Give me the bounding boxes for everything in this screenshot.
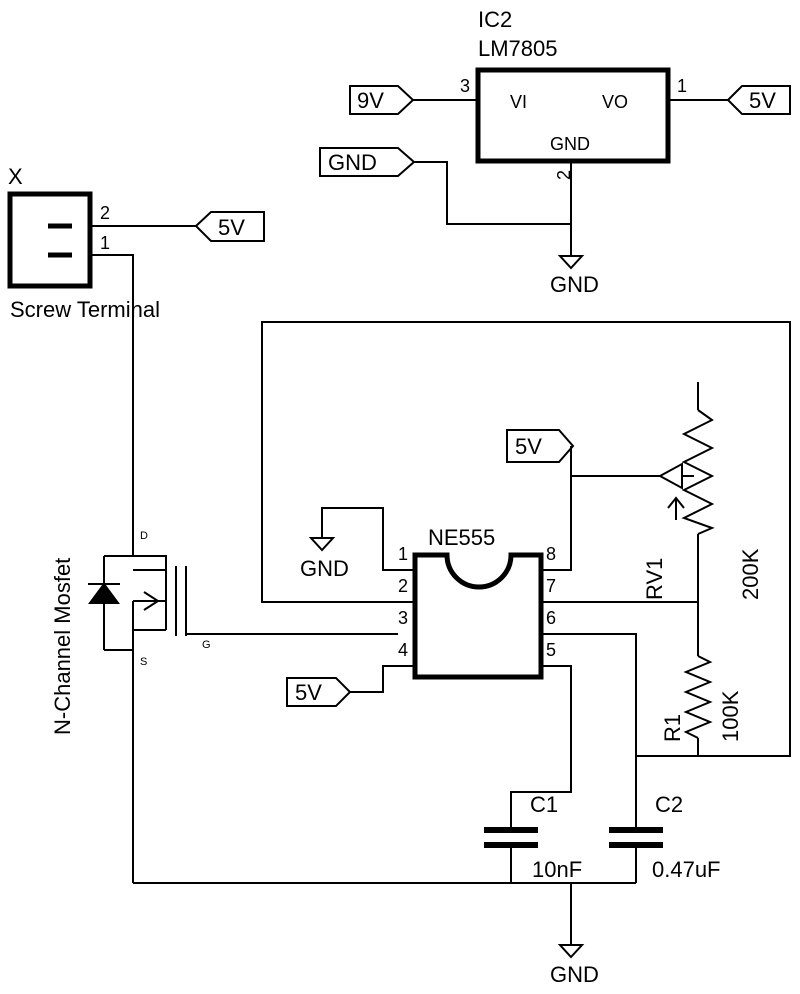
gnd-bottom-label: GND [550,962,599,987]
gnd-symbol-regulator [557,255,585,270]
regulator-ref: IC2 [478,7,512,32]
port-5v-terminal-label: 5V [218,215,245,240]
ne555-pin6: 6 [546,608,556,628]
port-5v-555-shape [286,677,352,707]
port-9v-shape [349,85,415,115]
ne555-pin5: 5 [546,640,556,660]
ne555-pin3: 3 [398,608,408,628]
resistor-ref: R1 [660,714,685,742]
cap2-ref: C2 [655,792,683,817]
pot-ref: RV1 [642,558,667,600]
port-5v-pin8-label: 5V [515,434,542,459]
terminal-name: Screw Terminal [10,297,160,322]
port-5v-terminal-shape [194,211,265,242]
port-5v-out-shape [726,85,791,115]
pot-value: 200K [738,548,763,600]
mosfet-pin-d: D [140,530,148,542]
pot-wiper-arrow [657,462,683,490]
regulator-part: LM7805 [478,36,558,61]
resistor-r1: R1 100K [636,602,743,757]
cap1-ref: C1 [530,792,558,817]
regulator-pin-in: 3 [460,76,470,96]
ne555-pin2: 2 [398,576,408,596]
screw-terminal: X Screw Terminal 2 1 5V [7,164,265,556]
ne555-pin8: 8 [546,544,556,564]
terminal-pin1: 1 [100,233,110,253]
mosfet: N-Channel Mosfet D S G [50,530,398,883]
pot-rv1: RV1 200K [642,382,763,602]
regulator-vo-label: VO [602,92,628,112]
ne555: NE555 1 2 3 4 8 7 6 5 GND 5V 5V [261,321,791,828]
capacitor-c2: C2 0.47uF [609,792,721,883]
mosfet-name: N-Channel Mosfet [50,558,75,735]
port-5v-555-label: 5V [295,680,322,705]
regulator-gnd-label: GND [550,134,590,154]
mosfet-pin-s: S [140,656,147,668]
regulator-pin-out: 1 [677,76,687,96]
regulator-pin-gnd: 2 [554,170,574,180]
gnd-symbol-bottom [557,944,585,959]
port-gnd-shape [319,147,416,177]
ground-bus: GND [133,882,636,987]
cap2-value: 0.47uF [652,857,721,882]
resistor-value: 100K [718,690,743,742]
gnd-regulator-label: GND [550,272,599,297]
port-9v-label: 9V [357,88,384,113]
port-5v-out-label: 5V [749,88,776,113]
regulator-ic2: IC2 LM7805 VI VO GND 3 1 2 9V 5V GND GND [319,7,791,297]
terminal-body [7,191,93,289]
ne555-pin4: 4 [398,640,408,660]
terminal-pin2: 2 [100,203,110,223]
ne555-body [412,552,544,680]
terminal-ref: X [8,164,23,189]
gnd-555-label: GND [300,556,349,581]
regulator-body [475,67,671,164]
mosfet-diode-shape [88,582,120,604]
cap1-value: 10nF [532,857,582,882]
regulator-vi-label: VI [510,92,527,112]
gnd-symbol-555 [308,537,336,552]
capacitor-c1: C1 10nF [484,792,582,883]
mosfet-pin-g: G [202,639,211,651]
port-gnd-label: GND [328,150,377,175]
ne555-pin7: 7 [546,576,556,596]
port-5v-pin8-shape [506,429,575,463]
ne555-part: NE555 [428,525,495,550]
ne555-pin1: 1 [398,544,408,564]
